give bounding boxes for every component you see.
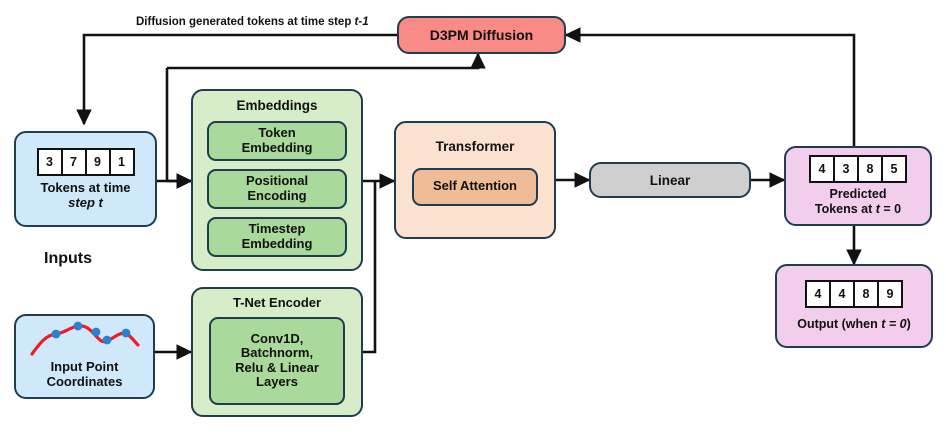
node-predicted-tokens[interactable]: 4 3 8 5 Predicted Tokens at t = 0: [784, 146, 932, 226]
node-tnet-encoder[interactable]: T-Net Encoder Conv1D, Batchnorm, Relu & …: [191, 287, 363, 417]
output-tokens-row: 4 4 8 9: [805, 280, 903, 309]
transformer-self-attention[interactable]: Self Attention: [412, 167, 538, 206]
token-cell: 9: [879, 282, 901, 307]
d3pm-label: D3PM Diffusion: [429, 27, 534, 43]
node-d3pm-diffusion[interactable]: D3PM Diffusion: [397, 16, 566, 54]
wire-predicted-to-d3pm: [564, 27, 856, 146]
node-input-point-coordinates[interactable]: Input Point Coordinates: [14, 314, 155, 399]
tokens-in-caption: Tokens at time step t: [40, 179, 131, 210]
node-transformer[interactable]: Transformer Self Attention: [394, 121, 556, 239]
token-cell: 8: [855, 282, 879, 307]
token-cell: 5: [883, 157, 905, 182]
token-cell: 1: [110, 149, 133, 174]
token-cell: 9: [86, 149, 111, 174]
token-cell: 4: [811, 157, 835, 182]
tnet-title: T-Net Encoder: [232, 295, 322, 310]
token-cell: 4: [831, 282, 855, 307]
wire-rail-down-to-embeddings: [165, 68, 193, 189]
token-cell: 8: [859, 157, 883, 182]
node-tokens-at-time-t[interactable]: 3 7 9 1 Tokens at time step t: [14, 131, 157, 227]
node-output[interactable]: 4 4 8 9 Output (when t = 0): [775, 264, 933, 348]
inputs-label: Inputs: [44, 250, 92, 267]
input-points-caption: Input Point Coordinates: [46, 359, 123, 390]
wire-tnet-to-transformer: [363, 181, 377, 354]
tokens-in-row: 3 7 9 1: [36, 147, 135, 176]
predicted-tokens-row: 4 3 8 5: [809, 155, 907, 184]
linear-label: Linear: [649, 172, 691, 188]
diffusion-feedback-label: Diffusion generated tokens at time step …: [136, 16, 369, 28]
output-caption: Output (when t = 0): [797, 317, 911, 332]
node-linear[interactable]: Linear: [589, 162, 751, 198]
token-cell: 3: [835, 157, 859, 182]
predicted-tokens-caption: Predicted Tokens at t = 0: [814, 187, 902, 216]
wire-feedback-to-d3pm: [167, 52, 486, 70]
transformer-title: Transformer: [435, 139, 515, 154]
tnet-layers[interactable]: Conv1D, Batchnorm, Relu & Linear Layers: [209, 316, 345, 405]
embeddings-title: Embeddings: [236, 98, 318, 113]
token-cell: 4: [807, 282, 831, 307]
point-curve-icon: [29, 321, 140, 356]
token-cell: 3: [38, 149, 63, 174]
token-cell: 7: [62, 149, 87, 174]
